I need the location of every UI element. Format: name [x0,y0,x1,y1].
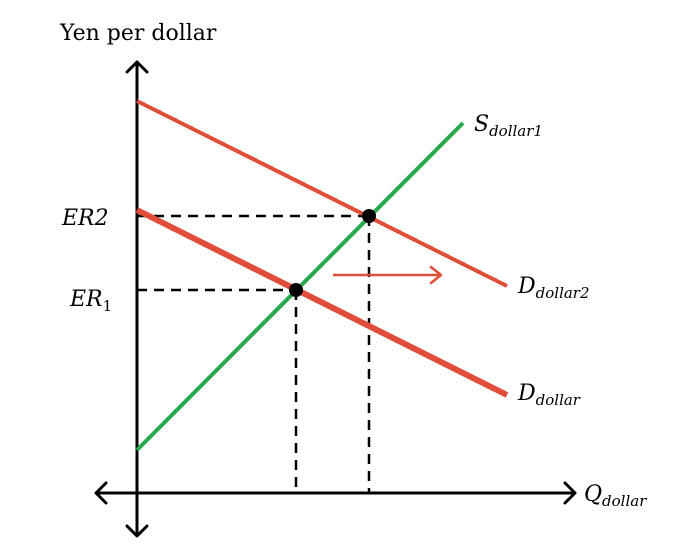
demand-shifted-label: Ddollar2 [517,274,590,302]
demand-original-label-sub: dollar [536,391,581,409]
demand-curve-shifted [136,99,508,288]
er2-label: ER2 [61,206,109,231]
demand-shifted-label-main: D [517,274,536,299]
equilibrium-point-1 [289,283,303,297]
demand-original-label-main: D [517,381,536,406]
er1-label-main: ER [69,287,103,312]
demand-original-label: Ddollar [517,381,581,409]
x-axis-label-sub: dollar [602,492,647,510]
y-axis-down-arrowhead [125,524,149,538]
demand-curve-original [135,207,509,398]
supply-label-main: S [474,112,489,137]
er1-label-sub: 1 [103,297,113,315]
supply-label-sub: dollar1 [489,122,543,140]
er1-label: ER1 [69,287,112,315]
demand-shift-arrow [333,265,443,285]
demand-shifted-label-sub: dollar2 [536,284,590,302]
y-axis-up-arrowhead [125,60,149,74]
x-axis-right-arrowhead [563,481,577,505]
x-axis-left-arrowhead [94,481,108,505]
x-axis-label: Qdollar [584,482,647,510]
x-axis-label-main: Q [584,482,602,507]
equilibrium-point-2 [362,209,376,223]
supply-label: Sdollar1 [474,112,543,140]
y-axis-title: Yen per dollar [59,21,217,46]
